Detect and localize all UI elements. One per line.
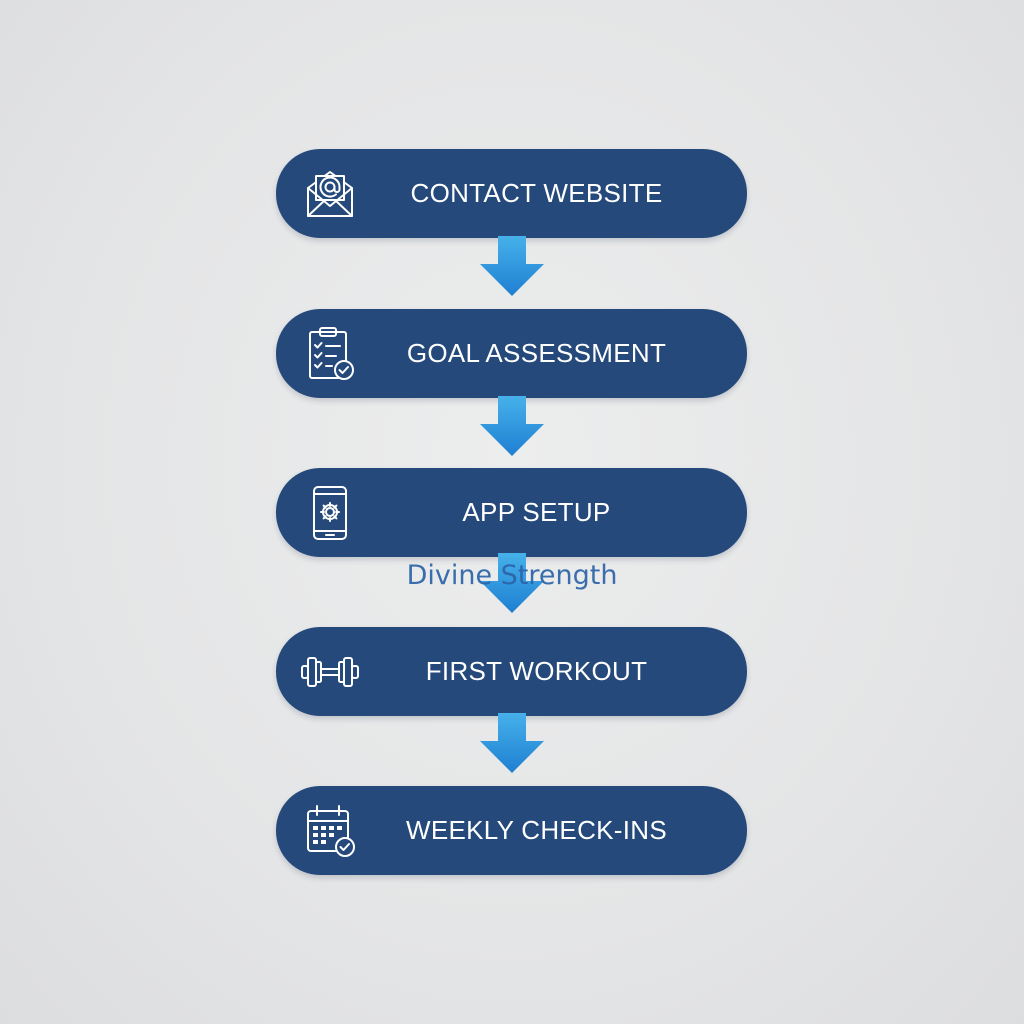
step-label: GOAL ASSESSMENT [406, 338, 667, 368]
clipboard-check-icon [298, 322, 362, 386]
calendar-check-icon [298, 799, 362, 863]
dumbbell-icon [298, 640, 362, 704]
step-first-workout: FIRST WORKOUT [276, 627, 747, 716]
down-arrow [480, 236, 544, 298]
step-weekly-check-ins: WEEKLY CHECK-INS [276, 786, 747, 875]
down-arrow [480, 553, 544, 615]
envelope-at-icon [298, 162, 362, 226]
down-arrow [480, 713, 544, 775]
step-label: WEEKLY CHECK-INS [405, 815, 667, 845]
step-label: CONTACT WEBSITE [410, 178, 663, 208]
step-label: APP SETUP [462, 497, 611, 527]
down-arrow [480, 396, 544, 458]
step-contact-website: CONTACT WEBSITE [276, 149, 747, 238]
step-goal-assessment: GOAL ASSESSMENT [276, 309, 747, 398]
step-app-setup: APP SETUP [276, 468, 747, 557]
step-label: FIRST WORKOUT [425, 656, 648, 686]
watermark-text: Divine Strength [406, 560, 618, 591]
phone-gear-icon [298, 481, 362, 545]
